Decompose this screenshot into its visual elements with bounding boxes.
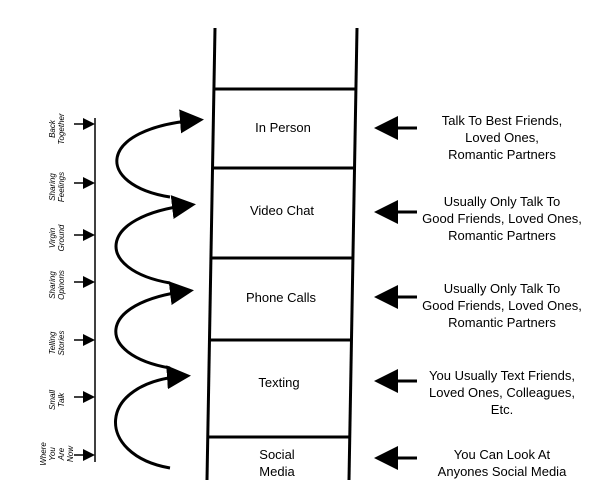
rung-label-social-media: Social Media	[259, 447, 295, 479]
wave-arrow-3	[114, 195, 196, 285]
description-texting: You Usually Text Friends, Loved Ones, Co…	[429, 368, 575, 417]
wave-arrow-1	[114, 365, 191, 470]
stage-label-small-talk: Small Talk	[48, 390, 66, 411]
stage-label-back-together: Back Together	[48, 113, 66, 145]
rung-label-video-chat: Video Chat	[249, 203, 315, 218]
stage-label-sharing-feelings: Sharing Feelings	[48, 171, 66, 203]
rung-label-in-person: In Person	[255, 120, 311, 135]
stage-label-virgin-ground: Virgin Ground	[48, 224, 66, 252]
description-social-media: You Can Look At Anyones Social Media	[437, 447, 567, 479]
stage-label-sharing-opinons: Sharing Opinons	[48, 270, 66, 300]
ladder-left-rail	[205, 27, 217, 481]
description-phone-calls: Usually Only Talk To Good Friends, Loved…	[422, 281, 582, 330]
wave-arrow-2	[114, 281, 194, 370]
stage-label-telling-stories: Telling Stories	[48, 330, 66, 356]
ladder-right-rail	[347, 27, 359, 481]
description-in-person: Talk To Best Friends, Loved Ones, Romant…	[441, 113, 563, 162]
wave-arrow-4	[115, 109, 204, 199]
rung-label-texting: Texting	[258, 375, 300, 390]
description-video-chat: Usually Only Talk To Good Friends, Loved…	[422, 194, 582, 243]
rung-label-phone-calls: Phone Calls	[245, 290, 317, 305]
stage-label-where-you-are-now: Where You Are Now	[39, 442, 75, 466]
